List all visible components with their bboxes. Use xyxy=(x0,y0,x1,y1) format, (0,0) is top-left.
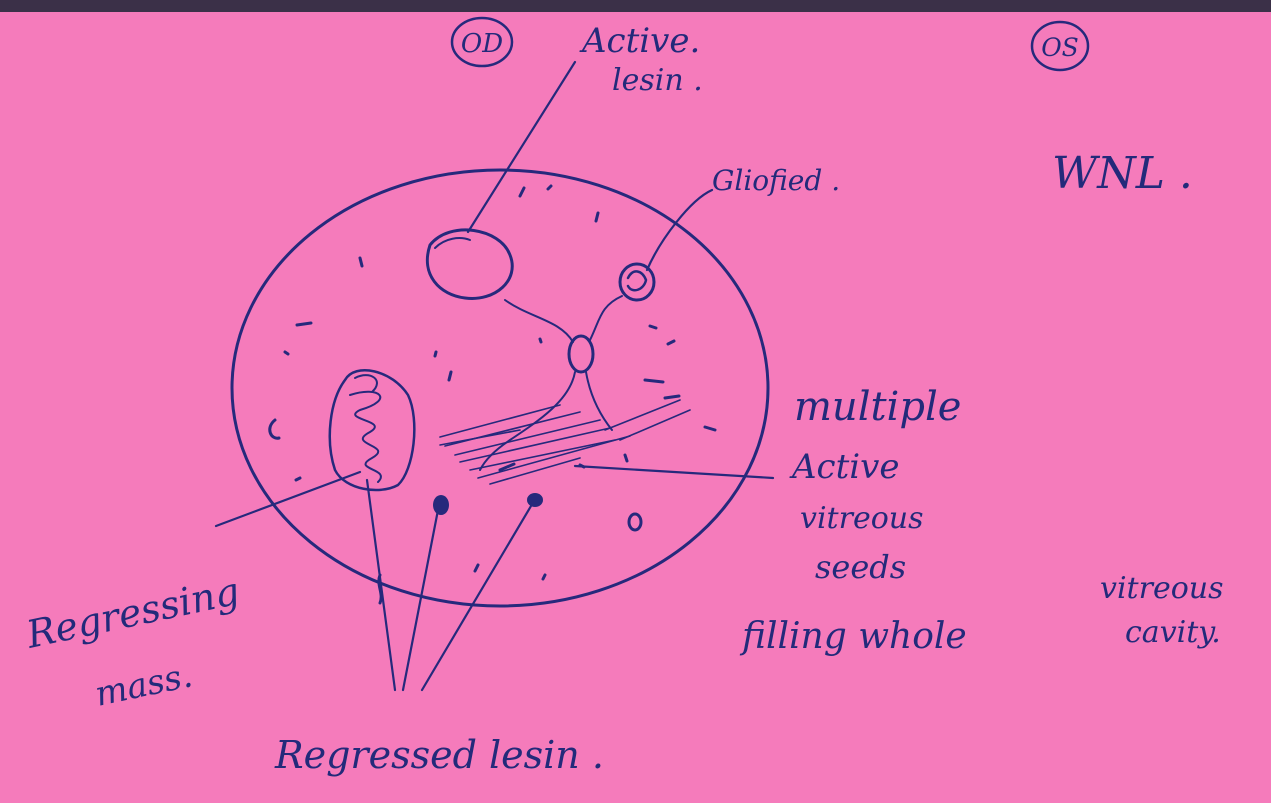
label-multiple-seeds: multiple Active vitreous seeds xyxy=(789,384,961,586)
svg-text:lesin .: lesin . xyxy=(612,63,703,98)
label-filling-cavity: filling whole vitreous cavity. xyxy=(739,571,1223,657)
svg-text:mass.: mass. xyxy=(92,655,196,715)
vessel-lower-right xyxy=(586,372,612,430)
vessel-upper-left xyxy=(505,300,573,342)
od-label: OD xyxy=(461,29,503,59)
svg-text:Active: Active xyxy=(789,447,899,487)
svg-text:cavity.: cavity. xyxy=(1125,615,1221,650)
fundus-outline xyxy=(232,170,768,606)
svg-text:vitreous: vitreous xyxy=(800,501,923,536)
label-regressing-mass: Regressing mass. xyxy=(22,569,243,715)
svg-text:filling whole: filling whole xyxy=(739,616,967,657)
label-regressed-lesion: Regressed lesin . xyxy=(274,733,604,777)
regressed-lesion-dots xyxy=(433,493,641,530)
label-active-lesion: Active. lesin . xyxy=(579,21,703,98)
svg-text:seeds: seeds xyxy=(815,548,906,586)
os-finding-text: WNL . xyxy=(1052,148,1193,199)
regressing-mass-mark xyxy=(330,370,415,490)
glial-lesion-mark xyxy=(620,264,654,300)
os-header: OS xyxy=(1032,22,1088,70)
svg-text:vitreous: vitreous xyxy=(1100,571,1223,606)
svg-text:Regressing: Regressing xyxy=(22,569,243,657)
os-label: OS xyxy=(1041,33,1079,62)
vessel-upper-right xyxy=(590,296,622,340)
svg-text:Active.: Active. xyxy=(579,21,700,61)
label-gliofied: Gliofied . xyxy=(712,164,840,197)
leader-lines xyxy=(216,62,773,690)
svg-text:multiple: multiple xyxy=(794,384,961,430)
od-header: OD xyxy=(452,18,512,66)
